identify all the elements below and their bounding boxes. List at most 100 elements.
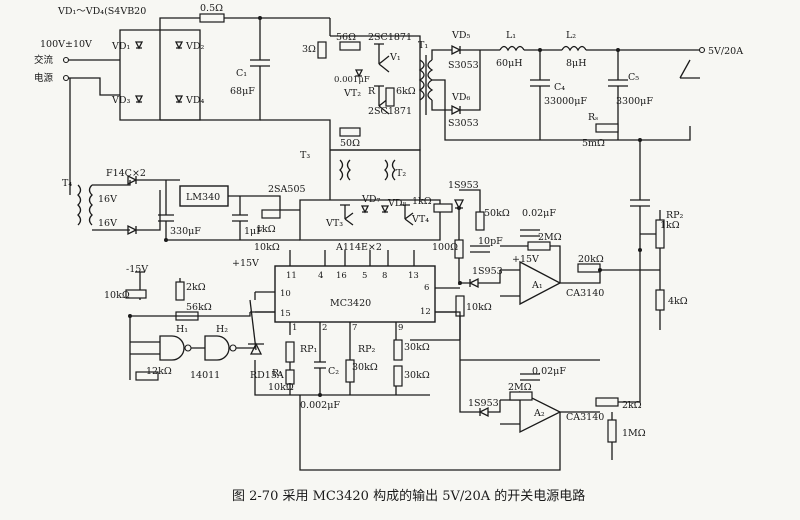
label-c5: C₅ bbox=[628, 72, 639, 83]
label-v1: V₁ bbox=[389, 52, 401, 63]
resistor-6k bbox=[385, 87, 395, 107]
resistor-2k-b bbox=[595, 397, 619, 407]
label-pin8: 8 bbox=[382, 271, 387, 281]
label-r-1k-b: 1kΩ bbox=[412, 196, 432, 207]
label-c4-value: 33000μF bbox=[544, 96, 587, 107]
label-ic-name: MC3420 bbox=[330, 298, 371, 309]
resistor-56ohm bbox=[339, 41, 361, 51]
resistor-1k-right bbox=[433, 203, 453, 213]
label-s3053-b: S3053 bbox=[448, 118, 479, 129]
label-rs-value: 5mΩ bbox=[582, 138, 605, 149]
label-lm340: LM340 bbox=[186, 192, 220, 203]
capacitor-002-top bbox=[520, 229, 540, 237]
resistor-1m bbox=[607, 419, 617, 443]
label-r-2k-b: 2kΩ bbox=[622, 400, 642, 411]
label-r-56ohm: 56Ω bbox=[336, 32, 356, 43]
transistor-vt4 bbox=[400, 204, 414, 226]
resistor-2k-a bbox=[175, 281, 185, 301]
label-ca3140-b: CA3140 bbox=[566, 412, 604, 423]
label-ac-voltage: 100V±10V bbox=[40, 39, 92, 50]
resistor-20k bbox=[577, 263, 601, 273]
resistor-rs bbox=[595, 123, 619, 133]
resistor-30k-b bbox=[393, 365, 403, 387]
resistor-0-5ohm bbox=[199, 13, 225, 23]
label-l1: L₁ bbox=[506, 30, 516, 41]
label-r-1m: 1MΩ bbox=[622, 428, 646, 439]
label-c1: C₁ bbox=[236, 68, 247, 79]
label-pin6: 6 bbox=[424, 283, 429, 293]
capacitor-c6 bbox=[630, 199, 650, 250]
label-vd8: VD₈ bbox=[387, 198, 406, 209]
resistor-12k bbox=[135, 371, 159, 381]
label-q-top: 2SC1871 bbox=[368, 32, 412, 43]
label-rp2: RP₂ bbox=[358, 344, 376, 355]
label-pin13: 13 bbox=[408, 271, 419, 281]
label-vt2: VT₂ bbox=[343, 88, 361, 99]
label-r-6k: 6kΩ bbox=[396, 86, 416, 97]
label-ic-14011: 14011 bbox=[190, 370, 220, 381]
label-pin15: 15 bbox=[280, 309, 291, 319]
capacitor-c5 bbox=[608, 50, 628, 140]
diode-vd3 bbox=[134, 95, 144, 104]
transformer-t2 bbox=[384, 159, 396, 181]
label-c-0001: 0.001μF bbox=[334, 75, 370, 85]
ac-terminal-2 bbox=[62, 74, 70, 82]
label-r-50k: 50kΩ bbox=[484, 208, 510, 219]
label-h2: H₂ bbox=[216, 324, 228, 335]
label-r-56k: 56kΩ bbox=[186, 302, 212, 313]
label-l2-value: 8μH bbox=[566, 58, 587, 69]
label-ac-line1: 交流 bbox=[34, 54, 54, 66]
label-c5-value: 3300μF bbox=[616, 96, 653, 107]
label-c-002-b: 0.02μF bbox=[532, 366, 566, 377]
label-output: 5V/20A bbox=[708, 46, 743, 57]
label-t4: T₄ bbox=[62, 178, 72, 189]
resistor-2m-bot bbox=[509, 391, 533, 401]
resistor-10k-b bbox=[125, 289, 147, 299]
label-c330: 330μF bbox=[170, 226, 201, 237]
label-a114: A114E×2 bbox=[335, 242, 382, 253]
transformer-t4 bbox=[69, 78, 82, 226]
wiring bbox=[62, 13, 706, 471]
label-q-2sa505: 2SA505 bbox=[268, 184, 306, 195]
diode-vd7 bbox=[360, 205, 370, 214]
resistor-50ohm bbox=[339, 127, 361, 137]
label-c1-value: 68μF bbox=[230, 86, 255, 97]
label-r1: R₁ bbox=[272, 368, 283, 379]
label-h1: H₁ bbox=[176, 324, 188, 335]
label-vd1: VD₁ bbox=[111, 41, 130, 52]
label-r: R bbox=[368, 86, 376, 97]
label-1s953-top: 1S953 bbox=[448, 180, 479, 191]
label-pin5: 5 bbox=[362, 271, 367, 281]
opamp-a1 bbox=[519, 260, 562, 306]
capacitor-002-bot bbox=[520, 373, 540, 381]
label-1s953-mid: 1S953 bbox=[472, 266, 503, 277]
label-pin2: 2 bbox=[322, 323, 327, 333]
label-r-2m-b: 2MΩ bbox=[508, 382, 532, 393]
label-pin1: 1 bbox=[292, 323, 297, 333]
label-s3053-a: S3053 bbox=[448, 60, 479, 71]
resistor-1k-left bbox=[261, 209, 281, 219]
diode-1s953-mid bbox=[468, 277, 479, 289]
label-r-3ohm: 3Ω bbox=[302, 44, 316, 55]
label-rp1: RP₁ bbox=[300, 344, 318, 355]
label-1s953-bot: 1S953 bbox=[468, 398, 499, 409]
label-a1: A₁ bbox=[531, 280, 543, 291]
capacitor-c4 bbox=[530, 50, 550, 140]
label-t3: T₃ bbox=[300, 150, 310, 161]
output-terminal-plus bbox=[698, 46, 706, 54]
label-pin4: 4 bbox=[318, 271, 323, 281]
label-vd6: VD₆ bbox=[451, 92, 470, 103]
transistor-vt2 bbox=[374, 85, 390, 115]
label-r-1k-a: 1kΩ bbox=[256, 224, 276, 235]
label-plus15-a: +15V bbox=[512, 254, 539, 265]
label-r-12k: 12kΩ bbox=[146, 366, 172, 377]
label-vt4: VT₄ bbox=[411, 214, 429, 225]
label-l1-value: 60μH bbox=[496, 58, 523, 69]
label-r-30k-b: 30kΩ bbox=[404, 342, 430, 353]
nand-gate-h2 bbox=[204, 335, 230, 361]
label-r-2k-a: 2kΩ bbox=[186, 282, 206, 293]
label-ca3140-a: CA3140 bbox=[566, 288, 604, 299]
label-ac-line2: 电源 bbox=[34, 72, 54, 84]
